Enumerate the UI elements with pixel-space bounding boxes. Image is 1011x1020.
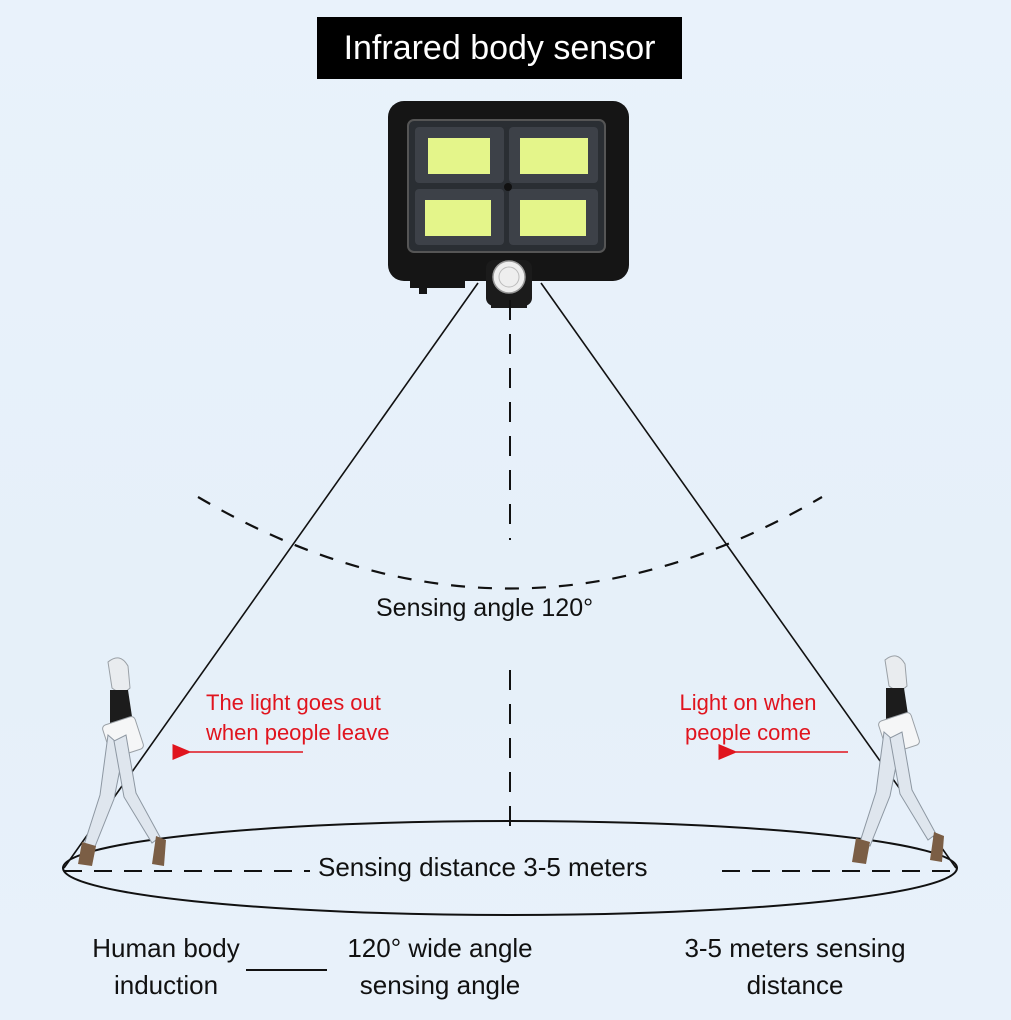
light-on-label: Light on when people come bbox=[668, 688, 828, 748]
solar-lamp-icon bbox=[388, 101, 629, 308]
sensing-distance-label: Sensing distance 3-5 meters bbox=[318, 852, 648, 882]
footer-left-line1: Human body bbox=[92, 933, 240, 963]
light-out-line1: The light goes out bbox=[206, 690, 381, 715]
footer-right-line1: 3-5 meters sensing bbox=[684, 933, 906, 963]
cone-right-line bbox=[540, 282, 957, 869]
walking-person-icon bbox=[852, 655, 944, 864]
sensing-angle-label: Sensing angle 120° bbox=[376, 594, 594, 622]
range-ellipse bbox=[62, 820, 958, 916]
page-title: Infrared body sensor bbox=[317, 17, 682, 79]
light-out-line2: when people leave bbox=[206, 720, 390, 745]
light-on-line2: people come bbox=[685, 720, 811, 745]
footer-left: Human body induction bbox=[66, 930, 266, 1004]
light-on-line1: Light on when bbox=[679, 690, 817, 715]
footer-middle-line2: sensing angle bbox=[359, 970, 521, 1000]
walking-person-icon bbox=[78, 657, 166, 866]
footer-middle-line1: 120° wide angle bbox=[347, 933, 533, 963]
footer-right-line2: distance bbox=[746, 970, 844, 1000]
light-out-label: The light goes out when people leave bbox=[206, 688, 389, 748]
footer-left-line2: induction bbox=[113, 970, 219, 1000]
cone-left-line bbox=[63, 282, 479, 869]
angle-arc bbox=[197, 496, 823, 590]
footer-middle: 120° wide angle sensing angle bbox=[320, 930, 560, 1004]
footer-right: 3-5 meters sensing distance bbox=[660, 930, 930, 1004]
